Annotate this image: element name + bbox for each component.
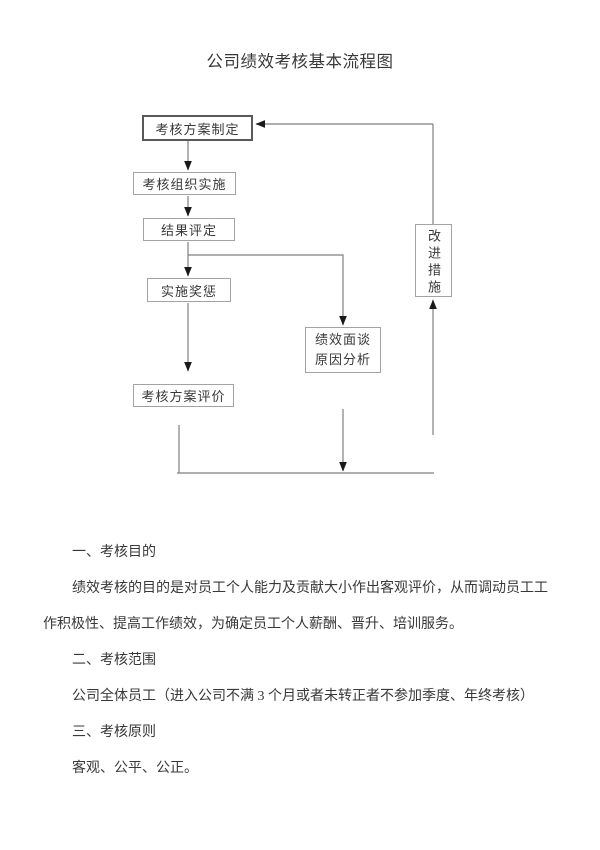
paragraph-purpose-line2: 作积极性、提高工作绩效，为确定员工个人薪酬、晋升、培训服务。 [43, 617, 463, 632]
flowchart-node-implement-rewards-punishments: 实施奖惩 [147, 278, 231, 302]
paragraph-principles: 客观、公平、公正。 [72, 761, 198, 776]
node-label: 考核方案制定 [155, 121, 240, 137]
section-heading-3: 三、考核原则 [72, 725, 156, 740]
paragraph-scope: 公司全体员工（进入公司不满 3 个月或者未转正者不参加季度、年终考核） [72, 689, 534, 704]
flowchart-node-assessment-plan-review: 考核方案评价 [133, 384, 234, 407]
flowchart-node-result-evaluation: 结果评定 [143, 218, 235, 241]
flowchart-node-assessment-plan-formulation: 考核方案制定 [142, 115, 253, 141]
flowchart: 考核方案制定 考核组织实施 结果评定 实施奖惩 考核方案评价 绩效面谈 原因分析… [133, 115, 452, 474]
node-label: 实施奖惩 [160, 283, 217, 299]
node-label: 结果评定 [160, 223, 217, 238]
node-label: 考核方案评价 [141, 389, 226, 404]
document-body: 一、考核目的 绩效考核的目的是对员工个人能力及贡献大小作出客观评价，从而调动员工… [43, 535, 557, 787]
flowchart-node-improvement-measures: 改进措施 [415, 224, 452, 297]
flowchart-node-assessment-organization-implementation: 考核组织实施 [133, 172, 236, 195]
connector-result-to-interview [188, 254, 347, 326]
section-heading-1: 一、考核目的 [72, 545, 156, 560]
node-label: 改进措施 [426, 228, 441, 297]
flowchart-connectors [177, 120, 437, 474]
section-heading-2: 二、考核范围 [72, 653, 156, 668]
node-label-line2: 原因分析 [314, 352, 371, 367]
node-label-line1: 绩效面谈 [314, 332, 371, 347]
flowchart-node-performance-interview-cause-analysis: 绩效面谈 原因分析 [305, 327, 381, 373]
node-label: 考核组织实施 [142, 177, 227, 192]
document-title: 公司绩效考核基本流程图 [206, 52, 394, 71]
paragraph-purpose-line1: 绩效考核的目的是对员工个人能力及贡献大小作出客观评价，从而调动员工工 [72, 581, 548, 596]
